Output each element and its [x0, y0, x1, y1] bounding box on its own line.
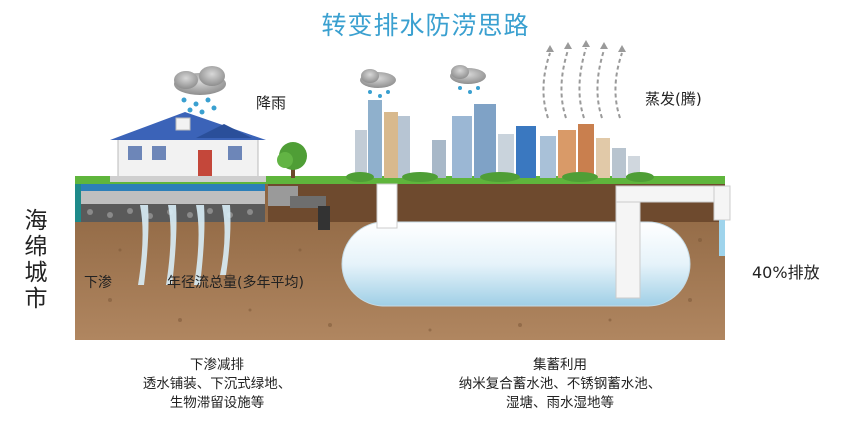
caption-left: 下渗减排 透水铺装、下沉式绿地、 生物滞留设施等	[92, 356, 342, 413]
discharge-water	[719, 220, 725, 256]
rain-cloud-icon	[174, 66, 226, 115]
diagram-title: 转变排水防涝思路	[321, 11, 530, 40]
caption-right-line1: 纳米复合蓄水池、不锈钢蓄水池、	[458, 376, 662, 392]
caption-left-title: 下渗减排	[190, 357, 244, 373]
storage-tank	[341, 221, 691, 307]
rain-label: 降雨	[256, 94, 287, 112]
outlet-horizontal-pipe	[615, 185, 727, 203]
pavement-gravel	[75, 191, 265, 204]
tank-inlet-pipe	[376, 183, 398, 229]
rain-cloud-icon	[360, 69, 396, 98]
caption-right-line2: 湿塘、雨水湿地等	[506, 395, 614, 411]
evaporation-arrows-icon	[542, 47, 623, 119]
runoff-label: 年径流总量(多年平均)	[167, 275, 304, 291]
discharge-label: 40%排放	[752, 263, 820, 282]
caption-right: 集蓄利用 纳米复合蓄水池、不锈钢蓄水池、 湿塘、雨水湿地等	[410, 356, 710, 413]
evaporation-label: 蒸发(腾)	[645, 90, 702, 108]
infiltration-streams	[138, 205, 231, 285]
house-icon	[110, 112, 266, 182]
city-skyline-icon	[355, 100, 640, 178]
rain-cloud-icon	[450, 65, 486, 94]
pavement-blue	[75, 184, 265, 191]
tank-outlet-pipe	[615, 185, 641, 299]
drain-pipe-icon	[268, 186, 330, 230]
caption-left-line1: 透水铺装、下沉式绿地、	[142, 376, 292, 392]
soil-texture	[108, 238, 702, 332]
caption-right-title: 集蓄利用	[533, 357, 587, 373]
sponge-city-label: 海绵城市	[24, 208, 48, 312]
outlet-drop-pipe	[713, 185, 731, 221]
shrubs	[346, 172, 654, 182]
caption-left-line2: 生物滞留设施等	[169, 395, 265, 411]
tree-icon	[277, 142, 307, 178]
evaporation-arrowheads	[546, 40, 626, 52]
infiltrate-label: 下渗	[84, 275, 112, 291]
pavement-teal-edge	[75, 184, 81, 222]
